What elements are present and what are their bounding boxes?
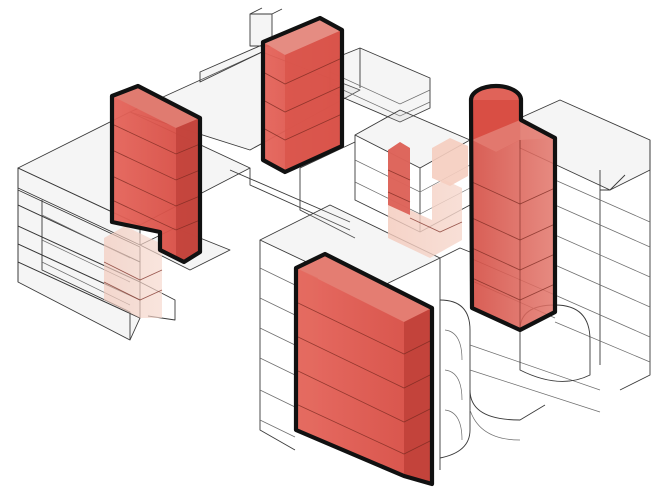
circulation-core-4 <box>296 254 432 484</box>
circulation-core-2 <box>263 18 342 172</box>
ghost-core-left <box>104 226 162 318</box>
